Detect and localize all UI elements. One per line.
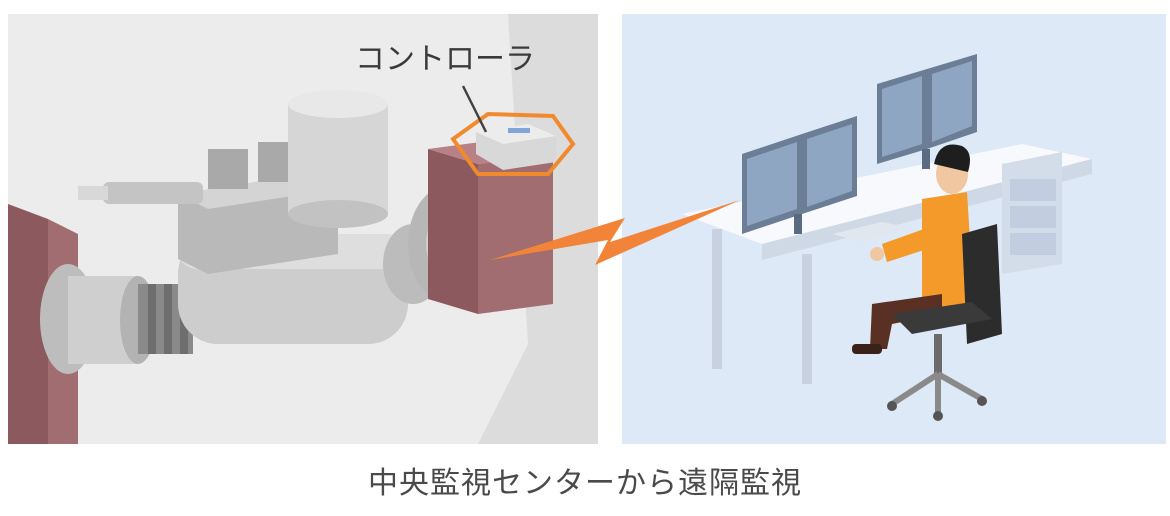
controller-label: コントローラ [355, 42, 535, 77]
monitor-right [877, 54, 977, 169]
office-chair [887, 224, 1002, 421]
controller-box [450, 111, 576, 176]
caption: 中央監視センターから遠隔監視 [368, 466, 802, 501]
operator [852, 144, 974, 354]
office-illustration [682, 54, 1092, 421]
remote-link-bolt-icon [490, 200, 740, 265]
keyboard [832, 222, 912, 242]
monitor-left [742, 116, 857, 234]
controller-leader-line [461, 85, 488, 133]
machine-panel: コントローラ [8, 14, 598, 444]
machine-illustration: コントローラ [8, 14, 598, 444]
monitoring-center-panel [622, 14, 1166, 444]
oil-tank [288, 90, 388, 228]
